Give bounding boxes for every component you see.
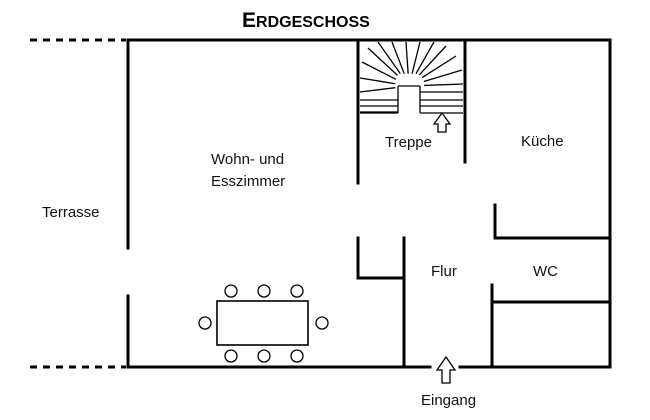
staircase bbox=[359, 41, 464, 133]
outer-walls bbox=[126, 38, 612, 369]
stair-tread bbox=[424, 83, 464, 87]
chair bbox=[290, 349, 304, 363]
stair-tread bbox=[361, 61, 397, 80]
stair-tread bbox=[405, 41, 409, 74]
stair-tread bbox=[415, 41, 435, 75]
stair-tread bbox=[377, 41, 401, 75]
plan-title: ERDGESCHOSS bbox=[242, 9, 370, 32]
stair-tread bbox=[359, 87, 396, 93]
chair bbox=[224, 284, 238, 298]
room-label-treppe: Treppe bbox=[385, 134, 432, 151]
dining-table-group bbox=[198, 284, 329, 363]
area-label-terrasse: Terrasse bbox=[42, 204, 100, 221]
room-label-esszimmer: Esszimmer bbox=[211, 173, 285, 190]
stair-tread bbox=[418, 45, 447, 76]
stair-tread bbox=[423, 69, 463, 83]
chair bbox=[290, 284, 304, 298]
room-label-flur: Flur bbox=[431, 263, 457, 280]
room-label-wohn: Wohn- und bbox=[211, 151, 284, 168]
stair-treads bbox=[359, 41, 464, 114]
stair-tread bbox=[421, 55, 457, 79]
chair bbox=[257, 284, 271, 298]
stair-tread bbox=[359, 77, 396, 85]
chair bbox=[257, 349, 271, 363]
interior-walls bbox=[356, 38, 612, 369]
stair-tread bbox=[367, 47, 398, 76]
up-arrow-icon bbox=[432, 111, 452, 133]
chair bbox=[315, 316, 329, 330]
stair-tread bbox=[391, 41, 405, 74]
dining-table bbox=[216, 300, 309, 346]
room-label-kueche: Küche bbox=[521, 133, 564, 150]
label-eingang: Eingang bbox=[421, 392, 476, 409]
up-arrow-icon bbox=[435, 355, 457, 384]
chair bbox=[224, 349, 238, 363]
stair-tread bbox=[411, 41, 421, 74]
chair bbox=[198, 316, 212, 330]
room-label-wc: WC bbox=[533, 263, 558, 280]
